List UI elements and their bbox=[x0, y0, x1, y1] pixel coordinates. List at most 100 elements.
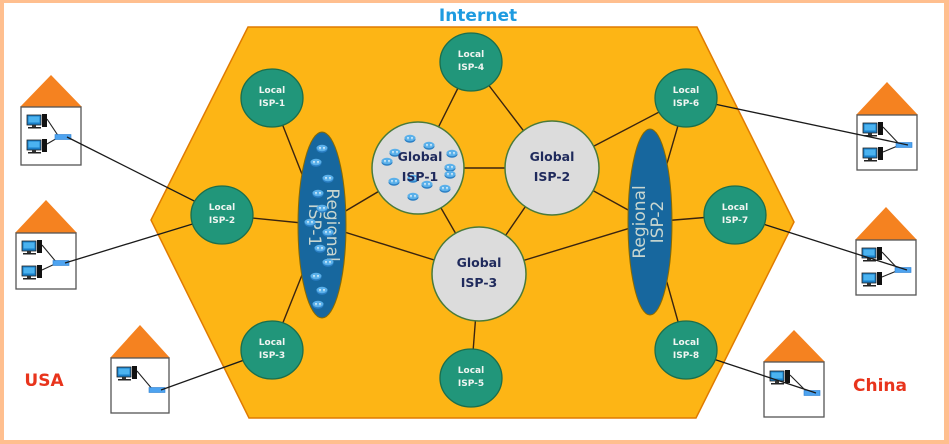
house-roof bbox=[763, 330, 825, 362]
lan-cable bbox=[882, 126, 901, 146]
country-label-usa: USA bbox=[24, 371, 64, 391]
lan-cable bbox=[46, 118, 60, 138]
router-icon bbox=[388, 177, 400, 187]
router-icon bbox=[312, 300, 324, 310]
local-isp-circle bbox=[240, 320, 304, 380]
switch-icon bbox=[894, 267, 912, 273]
regional-isp-1-label-line1: Regional bbox=[322, 188, 342, 261]
router-icon bbox=[381, 157, 393, 167]
regional-isp-2-label-line2: ISP-2 bbox=[648, 201, 668, 244]
regional-isp-2-label-line1: Regional bbox=[630, 185, 650, 258]
diagram-title: Internet bbox=[439, 6, 517, 26]
houses-layer bbox=[15, 75, 918, 418]
router-icon bbox=[310, 272, 322, 282]
house-body bbox=[110, 357, 170, 414]
global-isp-2-label-line2: ISP-2 bbox=[534, 169, 570, 184]
internet-cloud-hexagon bbox=[150, 26, 795, 419]
house-5 bbox=[855, 207, 917, 296]
house-2 bbox=[15, 200, 77, 290]
local-isp-2-label-line2: ISP-2 bbox=[209, 216, 235, 226]
house-roof bbox=[856, 82, 918, 115]
global-isp-1-label-line2: ISP-1 bbox=[402, 169, 438, 184]
router-icon bbox=[322, 258, 334, 268]
local-isp-circle bbox=[240, 68, 304, 128]
local-isp-circle bbox=[439, 32, 503, 92]
switch-icon bbox=[54, 134, 72, 140]
connection-house-4-to-local-isp-6 bbox=[685, 97, 909, 146]
router-icon bbox=[312, 189, 324, 199]
global-isp-circle bbox=[431, 226, 527, 322]
local-isp-3-label-line1: Local bbox=[259, 338, 285, 348]
local-isp-7-label-line1: Local bbox=[722, 203, 748, 213]
global-isp-1-label-line1: Global bbox=[398, 149, 443, 164]
local-isp-1-label-line2: ISP-1 bbox=[259, 99, 285, 109]
local-isp-5-label-line2: ISP-5 bbox=[458, 379, 484, 389]
router-icon bbox=[316, 204, 328, 214]
local-isp-6-label-line2: ISP-6 bbox=[673, 99, 699, 109]
house-roof bbox=[110, 325, 170, 358]
global-isp-3-label-line2: ISP-3 bbox=[461, 275, 497, 290]
router-icon bbox=[316, 144, 328, 154]
house-6 bbox=[763, 330, 825, 418]
local-isp-7-label-line2: ISP-7 bbox=[722, 216, 748, 226]
local-isp-circle bbox=[703, 185, 767, 245]
house-roof bbox=[20, 75, 82, 107]
house-3 bbox=[110, 325, 170, 414]
regional-isp-ellipse bbox=[627, 128, 673, 316]
house-4 bbox=[856, 82, 918, 171]
house-1 bbox=[20, 75, 82, 166]
local-isp-3-label-line2: ISP-3 bbox=[259, 351, 285, 361]
local-isp-6-label-line1: Local bbox=[673, 86, 699, 96]
router-icon bbox=[304, 218, 316, 228]
global-isp-2-label-line1: Global bbox=[530, 149, 575, 164]
router-icon bbox=[322, 174, 334, 184]
global-isp-3-label-line1: Global bbox=[457, 255, 502, 270]
router-icon bbox=[322, 228, 334, 238]
house-roof bbox=[15, 200, 77, 233]
router-icon bbox=[439, 184, 451, 194]
switch-icon bbox=[803, 390, 821, 396]
local-isp-8-label-line2: ISP-8 bbox=[673, 351, 699, 361]
local-isp-4-label-line2: ISP-4 bbox=[458, 63, 484, 73]
house-roof bbox=[855, 207, 917, 240]
router-icon bbox=[314, 244, 326, 254]
router-icon bbox=[316, 286, 328, 296]
local-isp-4-label-line1: Local bbox=[458, 50, 484, 60]
router-icon bbox=[446, 149, 458, 159]
router-icon bbox=[444, 163, 456, 173]
local-isp-5-label-line1: Local bbox=[458, 366, 484, 376]
router-icon bbox=[407, 192, 419, 202]
regional-isp-ellipse bbox=[297, 131, 347, 319]
local-isp-8-label-line1: Local bbox=[673, 338, 699, 348]
router-icon bbox=[404, 134, 416, 144]
local-isp-circle bbox=[654, 320, 718, 380]
local-isp-circle bbox=[654, 68, 718, 128]
router-icon bbox=[310, 158, 322, 168]
house-body bbox=[763, 361, 825, 418]
router-icon bbox=[444, 170, 456, 180]
local-isp-circle bbox=[190, 185, 254, 245]
switch-icon bbox=[52, 260, 70, 266]
switch-icon bbox=[895, 142, 913, 148]
local-isp-2-label-line1: Local bbox=[209, 203, 235, 213]
local-isp-circle bbox=[439, 348, 503, 408]
lan-cable bbox=[41, 244, 58, 264]
lan-cable bbox=[136, 370, 154, 391]
switch-icon bbox=[148, 387, 166, 393]
country-label-china: China bbox=[853, 376, 907, 396]
